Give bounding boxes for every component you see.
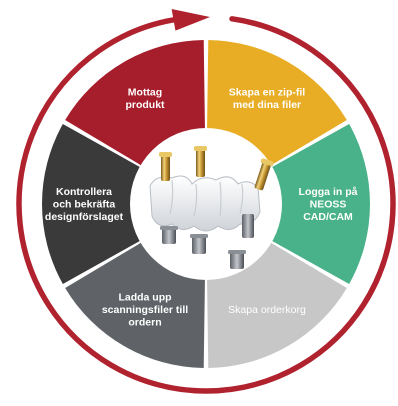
dental-implant-bridge-illustration <box>149 146 274 269</box>
segment-2-label-line: Skapa en zip-fil <box>229 87 306 99</box>
segment-6-label-line: designförslaget <box>45 211 124 223</box>
bridge-crowns <box>149 175 261 232</box>
segment-5 <box>65 241 205 368</box>
segment-4-label-line: Skapa orderkorg <box>228 304 306 316</box>
segment-3-label-line: Logga in på <box>299 186 358 198</box>
segment-6-label-line: och bekräfta <box>53 199 116 211</box>
segment-6-label-line: Kontrollera <box>56 186 112 198</box>
segment-5-label-line: scanningsfiler till <box>102 304 188 316</box>
implant-bases <box>160 214 254 269</box>
segment-1-label-line: Mottag <box>128 87 162 99</box>
segment-5-label-line: Ladda upp <box>118 292 171 304</box>
segment-1 <box>65 40 205 167</box>
segment-4-label: Skapa orderkorg <box>228 304 306 316</box>
gold-abutments <box>159 146 274 191</box>
segment-1-label-line: produkt <box>125 99 165 111</box>
segment-3-label-line: CAD/CAM <box>303 211 353 223</box>
segment-6 <box>41 123 142 285</box>
cycle-arrow-head <box>171 9 210 31</box>
segment-2-label-line: med dina filer <box>233 99 301 111</box>
cycle-ring <box>16 16 396 394</box>
segment-3 <box>270 123 370 285</box>
segment-4 <box>207 241 347 368</box>
segment-2 <box>207 40 347 167</box>
segment-3-label-line: NEOSS <box>310 199 347 211</box>
segment-5-label-line: ordern <box>128 317 161 329</box>
